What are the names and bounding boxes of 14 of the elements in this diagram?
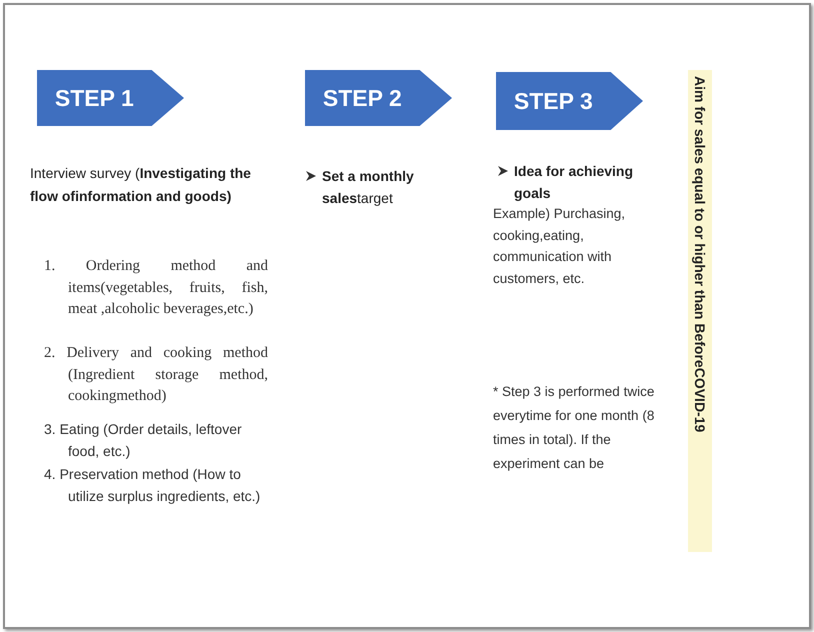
description-text: 2. Delivery and cooking method (Ingredient storage method, cookingmethod) — [44, 344, 268, 406]
band-text: Aim for sales equal to or higher than BeforeCOVID-19 — [691, 76, 709, 432]
description-text: Example) Purchasing, cooking,eating, communication with customers, etc. — [493, 205, 626, 288]
description-text: 4. Preservation method (How to utilize surplus ingredients, etc.) — [44, 465, 262, 506]
description-text: Idea for achieving goals — [514, 162, 634, 203]
step-label: STEP 3 — [514, 86, 593, 116]
step-label: STEP 1 — [54, 84, 134, 113]
description-text: 1. Ordering method and items(vegetables, fruits, fish, meat ,alcoholic beverages,etc.) — [44, 257, 268, 319]
description-text: Interview survey (Investigating the flow ofinformation and goods) — [30, 164, 252, 206]
description-text: * Step 3 is performed twice everytime for one month (8 times in total). If the experiment can be — [493, 383, 656, 473]
description-text: Set a monthly salestarget — [322, 167, 415, 208]
highlight-band — [688, 70, 712, 552]
step-label: STEP 2 — [322, 84, 402, 113]
description-text: 3. Eating (Order details, leftover food, etc.) — [44, 420, 243, 461]
